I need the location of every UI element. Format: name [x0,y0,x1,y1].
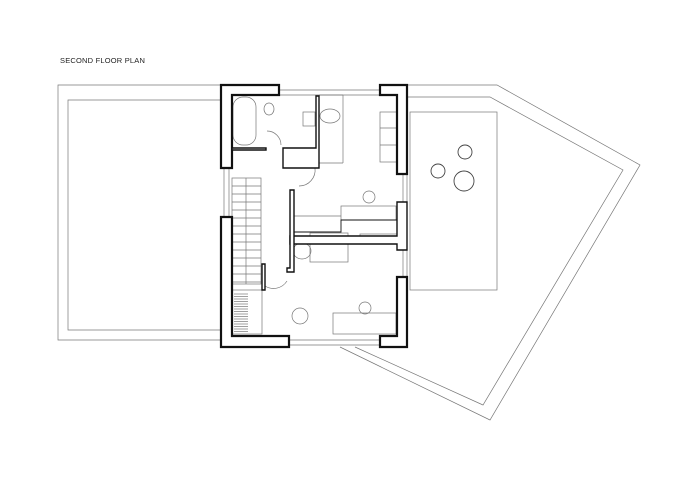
staircase-treads [232,178,261,284]
left-roof-outline [57,84,221,341]
deck-table-chairs [430,144,475,192]
drawing-title: SECOND FLOOR PLAN [60,56,146,65]
deck [409,111,498,291]
right-roof-outline [339,84,641,421]
closet-rail [234,293,248,332]
walls [219,83,409,349]
